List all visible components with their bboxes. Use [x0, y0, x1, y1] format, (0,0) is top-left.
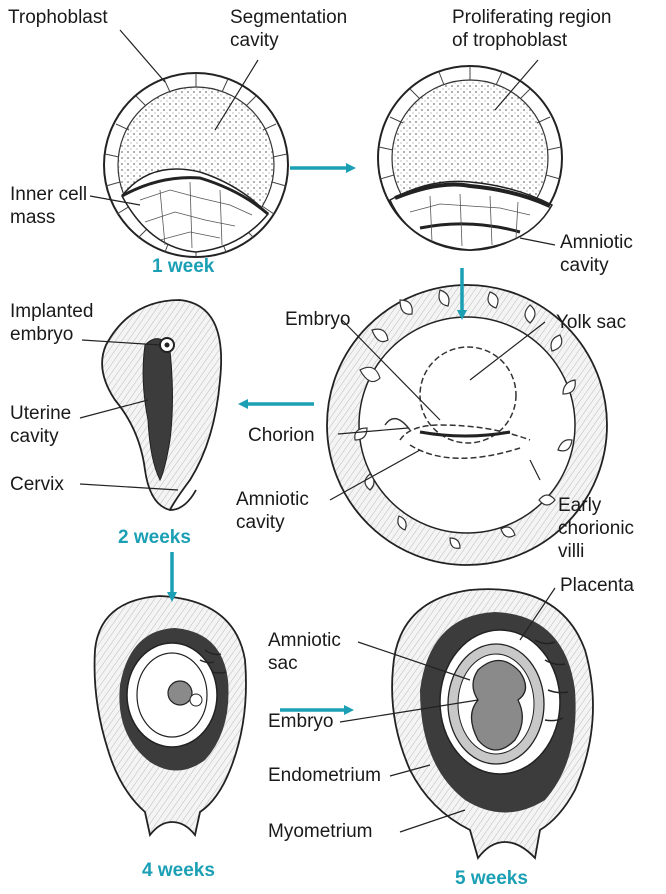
label-inner-cell-mass: Inner cell mass	[10, 183, 87, 229]
label-proliferating-region: Proliferating region of trophoblast	[452, 6, 611, 52]
label-trophoblast: Trophoblast	[8, 6, 108, 29]
uterus-2-weeks	[102, 300, 221, 510]
uterus-5-weeks	[392, 589, 593, 858]
label-placenta: Placenta	[560, 574, 634, 597]
label-segmentation-cavity: Segmentation cavity	[230, 6, 347, 52]
label-yolk-sac: Yolk sac	[556, 311, 626, 334]
label-uterine-cavity: Uterine cavity	[10, 402, 71, 448]
label-amniotic-sac: Amniotic sac	[268, 629, 341, 675]
stage-label-2-weeks: 2 weeks	[118, 527, 191, 549]
label-chorion: Chorion	[248, 424, 315, 447]
uterus-4-weeks	[95, 596, 246, 835]
stage-label-5-weeks: 5 weeks	[455, 868, 528, 890]
label-implanted-embryo: Implanted embryo	[10, 300, 93, 346]
label-amniotic-cavity-top: Amniotic cavity	[560, 231, 633, 277]
label-early-chorionic-villi: Early chorionic villi	[558, 494, 634, 563]
blastocyst-1-week	[104, 73, 288, 257]
label-endometrium: Endometrium	[268, 764, 381, 787]
stage-label-1-week: 1 week	[152, 256, 214, 278]
stage-label-4-weeks: 4 weeks	[142, 860, 215, 882]
label-cervix: Cervix	[10, 473, 64, 496]
label-amniotic-cavity-mid: Amniotic cavity	[236, 488, 309, 534]
label-myometrium: Myometrium	[268, 820, 373, 843]
label-embryo-bottom: Embryo	[268, 710, 333, 733]
label-embryo-mid: Embryo	[285, 308, 350, 331]
blastocyst-proliferating	[378, 66, 562, 250]
